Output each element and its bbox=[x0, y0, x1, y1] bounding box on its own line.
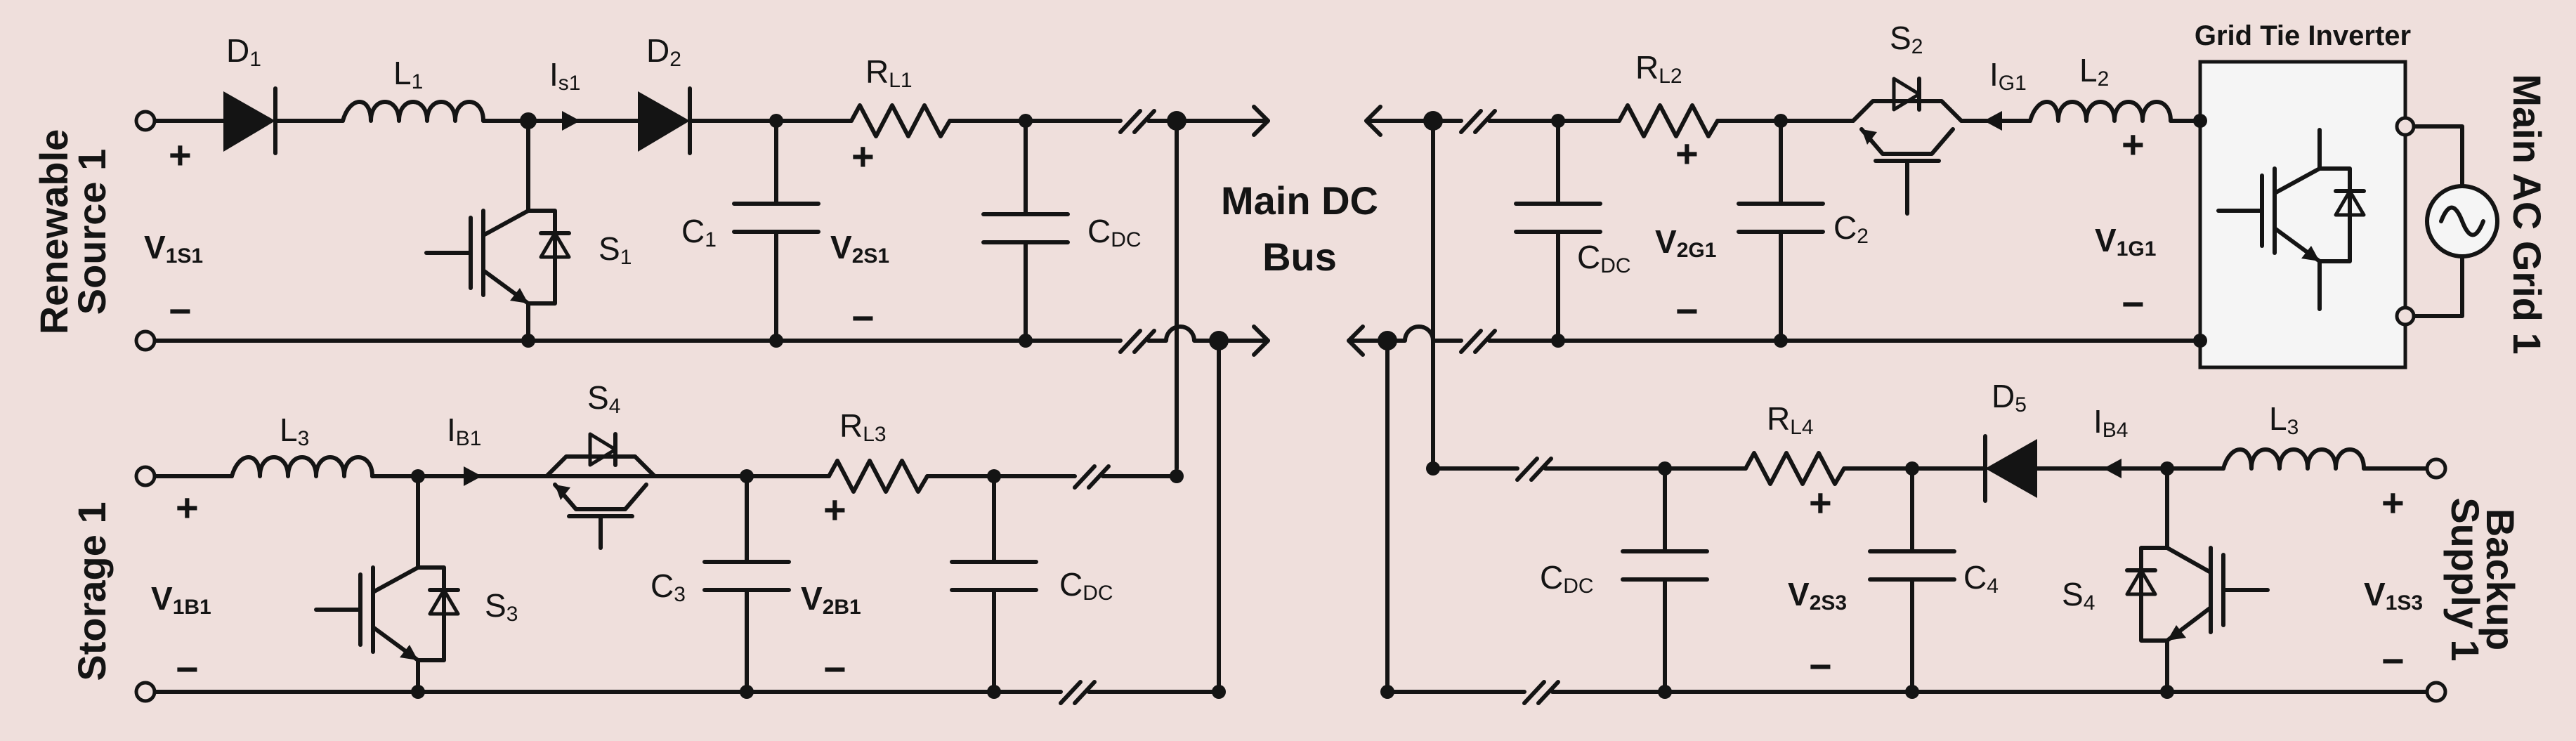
minus-sign: − bbox=[1675, 289, 1699, 333]
plus-sign: + bbox=[176, 485, 199, 530]
terminal bbox=[134, 329, 157, 352]
c1-label: C1 bbox=[681, 213, 717, 251]
storage-label: Storage 1 bbox=[70, 501, 114, 681]
ib4-label: IB4 bbox=[2093, 403, 2128, 442]
resistor-rl2 bbox=[1619, 105, 1718, 136]
inverter-switch bbox=[2216, 128, 2366, 311]
switch-s4-bottom bbox=[2125, 546, 2270, 643]
minus-sign: − bbox=[851, 296, 875, 340]
switch-s4-top bbox=[544, 432, 657, 550]
backup-branch bbox=[1380, 119, 2447, 705]
c3-label: C3 bbox=[650, 568, 686, 606]
main-ac-grid-label: Main AC Grid 1 bbox=[2505, 74, 2549, 354]
v2s1-label: V2S1 bbox=[830, 229, 889, 268]
backup-supply-label: Supply 1 bbox=[2443, 497, 2487, 661]
renewable-source-label: Source 1 bbox=[70, 149, 114, 315]
minus-sign: − bbox=[2121, 282, 2145, 326]
rl3-label: RL3 bbox=[839, 407, 887, 446]
plus-sign: + bbox=[851, 134, 875, 178]
storage-branch bbox=[134, 432, 1226, 705]
v2s3-label: V2S3 bbox=[1788, 576, 1847, 615]
terminal bbox=[2425, 681, 2447, 703]
ig1-label: IG1 bbox=[1989, 56, 2027, 95]
c4-label: C4 bbox=[1963, 559, 1999, 598]
capacitor-c4 bbox=[1868, 549, 1956, 582]
capacitor-c1 bbox=[732, 202, 820, 234]
terminal bbox=[134, 110, 157, 132]
capacitor-cdc4 bbox=[1621, 549, 1709, 582]
resistor-rl1 bbox=[851, 105, 950, 136]
cdc4-label: CDC bbox=[1540, 559, 1594, 598]
terminal bbox=[134, 465, 157, 487]
terminal bbox=[2425, 457, 2447, 480]
capacitor-cdc1 bbox=[981, 212, 1070, 244]
switch-s1 bbox=[424, 209, 571, 306]
is1-label: Is1 bbox=[549, 56, 580, 95]
l1-label: L1 bbox=[393, 55, 423, 93]
backup-supply-label: Backup bbox=[2478, 509, 2523, 650]
v1b1-label: V1B1 bbox=[151, 580, 211, 619]
c2-label: C2 bbox=[1833, 209, 1869, 248]
renewable-branch bbox=[134, 86, 1270, 694]
d5-label: D5 bbox=[1992, 378, 2027, 417]
cdc3-label: CDC bbox=[1059, 566, 1113, 605]
plus-sign: + bbox=[2121, 122, 2145, 166]
v2g1-label: V2G1 bbox=[1655, 223, 1716, 262]
diode-d5 bbox=[1985, 439, 2037, 498]
v2b1-label: V2B1 bbox=[801, 580, 861, 619]
terminal bbox=[134, 681, 157, 703]
v1g1-label: V1G1 bbox=[2095, 222, 2156, 261]
plus-sign: + bbox=[1809, 480, 1832, 525]
cdc1-label: CDC bbox=[1087, 213, 1142, 251]
diode-d1 bbox=[223, 91, 275, 152]
plus-sign: + bbox=[2381, 480, 2405, 525]
v1s1-label: V1S1 bbox=[144, 229, 203, 268]
switch-s3 bbox=[314, 565, 460, 662]
d2-label: D2 bbox=[646, 32, 681, 71]
l3-label: L3 bbox=[280, 412, 309, 450]
main-dc-bus-label: Bus bbox=[1262, 235, 1337, 279]
cdc2-label: CDC bbox=[1577, 239, 1631, 277]
plus-sign: + bbox=[169, 133, 192, 177]
renewable-source-label: Renewable bbox=[32, 129, 76, 335]
minus-sign: − bbox=[176, 647, 199, 691]
grid-tie-inverter bbox=[2198, 60, 2407, 369]
s2-label: S2 bbox=[1890, 20, 1923, 58]
switch-s2 bbox=[1851, 77, 1963, 216]
minus-sign: − bbox=[2381, 638, 2405, 683]
rl1-label: RL1 bbox=[865, 53, 913, 92]
capacitor-cdc3 bbox=[950, 560, 1038, 592]
capacitor-c2 bbox=[1737, 202, 1825, 234]
minus-sign: − bbox=[169, 289, 192, 333]
diode-d2 bbox=[638, 91, 690, 152]
plus-sign: + bbox=[1675, 131, 1699, 176]
s4-bottom-label: S4 bbox=[2062, 576, 2095, 615]
grid-branch bbox=[1347, 60, 2499, 369]
l3-backup-label: L3 bbox=[2269, 400, 2299, 439]
ib1-label: IB1 bbox=[447, 412, 481, 450]
inductor-l3-backup bbox=[2223, 450, 2364, 468]
s1-label: S1 bbox=[599, 230, 632, 269]
capacitor-cdc2 bbox=[1514, 202, 1602, 234]
rl4-label: RL4 bbox=[1767, 400, 1814, 439]
inductor-l1 bbox=[343, 102, 483, 121]
capacitor-c3 bbox=[702, 560, 791, 592]
resistor-rl4 bbox=[1746, 453, 1844, 484]
main-dc-bus-label: Main DC bbox=[1221, 178, 1378, 223]
rl2-label: RL2 bbox=[1635, 49, 1682, 88]
v1s3-label: V1S3 bbox=[2364, 576, 2423, 615]
minus-sign: − bbox=[1809, 644, 1832, 688]
plus-sign: + bbox=[823, 487, 846, 532]
inductor-l2 bbox=[2030, 102, 2171, 121]
d1-label: D1 bbox=[226, 32, 261, 71]
s4-top-label: S4 bbox=[587, 379, 620, 418]
inductor-l3 bbox=[232, 457, 372, 476]
l2-label: L2 bbox=[2079, 52, 2109, 91]
grid-tie-inverter-label: Grid Tie Inverter bbox=[2195, 20, 2411, 51]
s3-label: S3 bbox=[485, 587, 518, 626]
minus-sign: − bbox=[823, 647, 846, 691]
